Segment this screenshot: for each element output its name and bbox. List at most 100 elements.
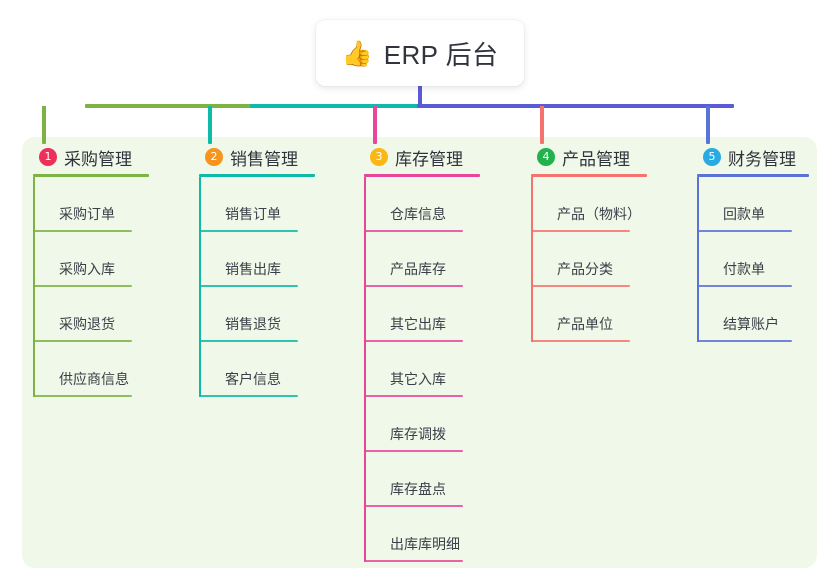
leaf-item[interactable]: 采购订单	[33, 177, 153, 232]
leaf-item[interactable]: 采购入库	[33, 232, 153, 287]
leaf-item-label: 客户信息	[225, 371, 281, 387]
connector-drop-3	[373, 106, 377, 144]
column-5: 5 财务管理回款单付款单结算账户	[697, 143, 813, 342]
column-items-4: 产品（物料） 产品分类产品单位	[531, 177, 651, 342]
column-header-2[interactable]: 2 销售管理	[199, 143, 319, 171]
column-spine-4	[531, 177, 533, 342]
column-header-3[interactable]: 3 库存管理	[364, 143, 484, 171]
root-node[interactable]: 👍 ERP 后台	[316, 20, 524, 86]
column-spine-5	[697, 177, 699, 342]
leaf-item-label: 付款单	[723, 261, 765, 277]
column-spine-1	[33, 177, 35, 397]
thumbs-up-icon: 👍	[341, 39, 373, 68]
leaf-item-label: 采购入库	[59, 261, 115, 277]
leaf-item-label: 出库库明细	[390, 536, 460, 552]
leaf-item-rule	[33, 230, 132, 232]
leaf-item-label: 产品单位	[557, 316, 613, 332]
leaf-item[interactable]: 库存调拨	[364, 397, 484, 452]
column-3: 3 库存管理仓库信息产品库存其它出库其它入库库存调拨库存盘点出库库明细	[364, 143, 484, 562]
leaf-item-rule	[364, 230, 463, 232]
leaf-item[interactable]: 销售订单	[199, 177, 319, 232]
leaf-item-rule	[531, 230, 630, 232]
leaf-item[interactable]: 产品库存	[364, 232, 484, 287]
column-header-1[interactable]: 1 采购管理	[33, 143, 153, 171]
leaf-item-label: 产品分类	[557, 261, 613, 277]
root-trunk-connector	[418, 84, 422, 106]
leaf-item-label: 产品（物料）	[557, 206, 641, 222]
leaf-item-rule	[531, 285, 630, 287]
connector-segment-teal	[250, 104, 418, 108]
leaf-item[interactable]: 供应商信息	[33, 342, 153, 397]
leaf-item[interactable]: 采购退货	[33, 287, 153, 342]
column-header-rule-3	[364, 174, 480, 177]
leaf-item-label: 回款单	[723, 206, 765, 222]
column-badge-1: 1	[39, 148, 57, 166]
leaf-item[interactable]: 产品（物料）	[531, 177, 651, 232]
column-2: 2 销售管理销售订单销售出库销售退货客户信息	[199, 143, 319, 397]
connector-drop-2	[208, 106, 212, 144]
column-header-5[interactable]: 5 财务管理	[697, 143, 813, 171]
leaf-item-rule	[531, 340, 630, 342]
leaf-item-label: 供应商信息	[59, 371, 129, 387]
leaf-item-rule	[199, 230, 298, 232]
leaf-item-rule	[364, 395, 463, 397]
leaf-item-rule	[199, 340, 298, 342]
column-title-3: 库存管理	[395, 149, 463, 169]
leaf-item-rule	[697, 285, 792, 287]
leaf-item-rule	[364, 285, 463, 287]
leaf-item[interactable]: 销售出库	[199, 232, 319, 287]
leaf-item[interactable]: 付款单	[697, 232, 813, 287]
column-header-rule-4	[531, 174, 647, 177]
column-spine-2	[199, 177, 201, 397]
leaf-item[interactable]: 其它出库	[364, 287, 484, 342]
column-badge-3: 3	[370, 148, 388, 166]
leaf-item-rule	[697, 230, 792, 232]
leaf-item-rule	[364, 560, 463, 562]
leaf-item-label: 结算账户	[723, 316, 779, 332]
leaf-item-rule	[364, 450, 463, 452]
leaf-item-label: 库存盘点	[390, 481, 446, 497]
column-header-rule-1	[33, 174, 149, 177]
root-title: ERP 后台	[383, 39, 499, 70]
leaf-item-label: 销售出库	[225, 261, 281, 277]
leaf-item-rule	[33, 340, 132, 342]
leaf-item-rule	[364, 505, 463, 507]
leaf-item[interactable]: 客户信息	[199, 342, 319, 397]
leaf-item[interactable]: 仓库信息	[364, 177, 484, 232]
column-spine-3	[364, 177, 366, 562]
leaf-item-rule	[33, 285, 132, 287]
leaf-item-rule	[199, 285, 298, 287]
leaf-item-label: 产品库存	[390, 261, 446, 277]
column-items-5: 回款单付款单结算账户	[697, 177, 813, 342]
leaf-item[interactable]: 产品单位	[531, 287, 651, 342]
leaf-item[interactable]: 销售退货	[199, 287, 319, 342]
connector-drop-4	[540, 106, 544, 144]
column-title-1: 采购管理	[64, 149, 132, 169]
column-items-1: 采购订单采购入库采购退货供应商信息	[33, 177, 153, 397]
connector-drop-1	[42, 106, 46, 144]
leaf-item[interactable]: 产品分类	[531, 232, 651, 287]
leaf-item-label: 销售退货	[225, 316, 281, 332]
column-title-5: 财务管理	[728, 149, 796, 169]
column-items-2: 销售订单销售出库销售退货客户信息	[199, 177, 319, 397]
column-badge-2: 2	[205, 148, 223, 166]
leaf-item-label: 仓库信息	[390, 206, 446, 222]
column-badge-5: 5	[703, 148, 721, 166]
leaf-item-label: 采购订单	[59, 206, 115, 222]
leaf-item[interactable]: 结算账户	[697, 287, 813, 342]
column-badge-4: 4	[537, 148, 555, 166]
column-title-2: 销售管理	[230, 149, 298, 169]
leaf-item[interactable]: 其它入库	[364, 342, 484, 397]
leaf-item-label: 销售订单	[225, 206, 281, 222]
leaf-item-label: 采购退货	[59, 316, 115, 332]
leaf-item-label: 库存调拨	[390, 426, 446, 442]
connector-segment-green	[85, 104, 251, 108]
leaf-item[interactable]: 出库库明细	[364, 507, 484, 562]
leaf-item-rule	[697, 340, 792, 342]
leaf-item[interactable]: 库存盘点	[364, 452, 484, 507]
leaf-item-label: 其它出库	[390, 316, 446, 332]
leaf-item[interactable]: 回款单	[697, 177, 813, 232]
